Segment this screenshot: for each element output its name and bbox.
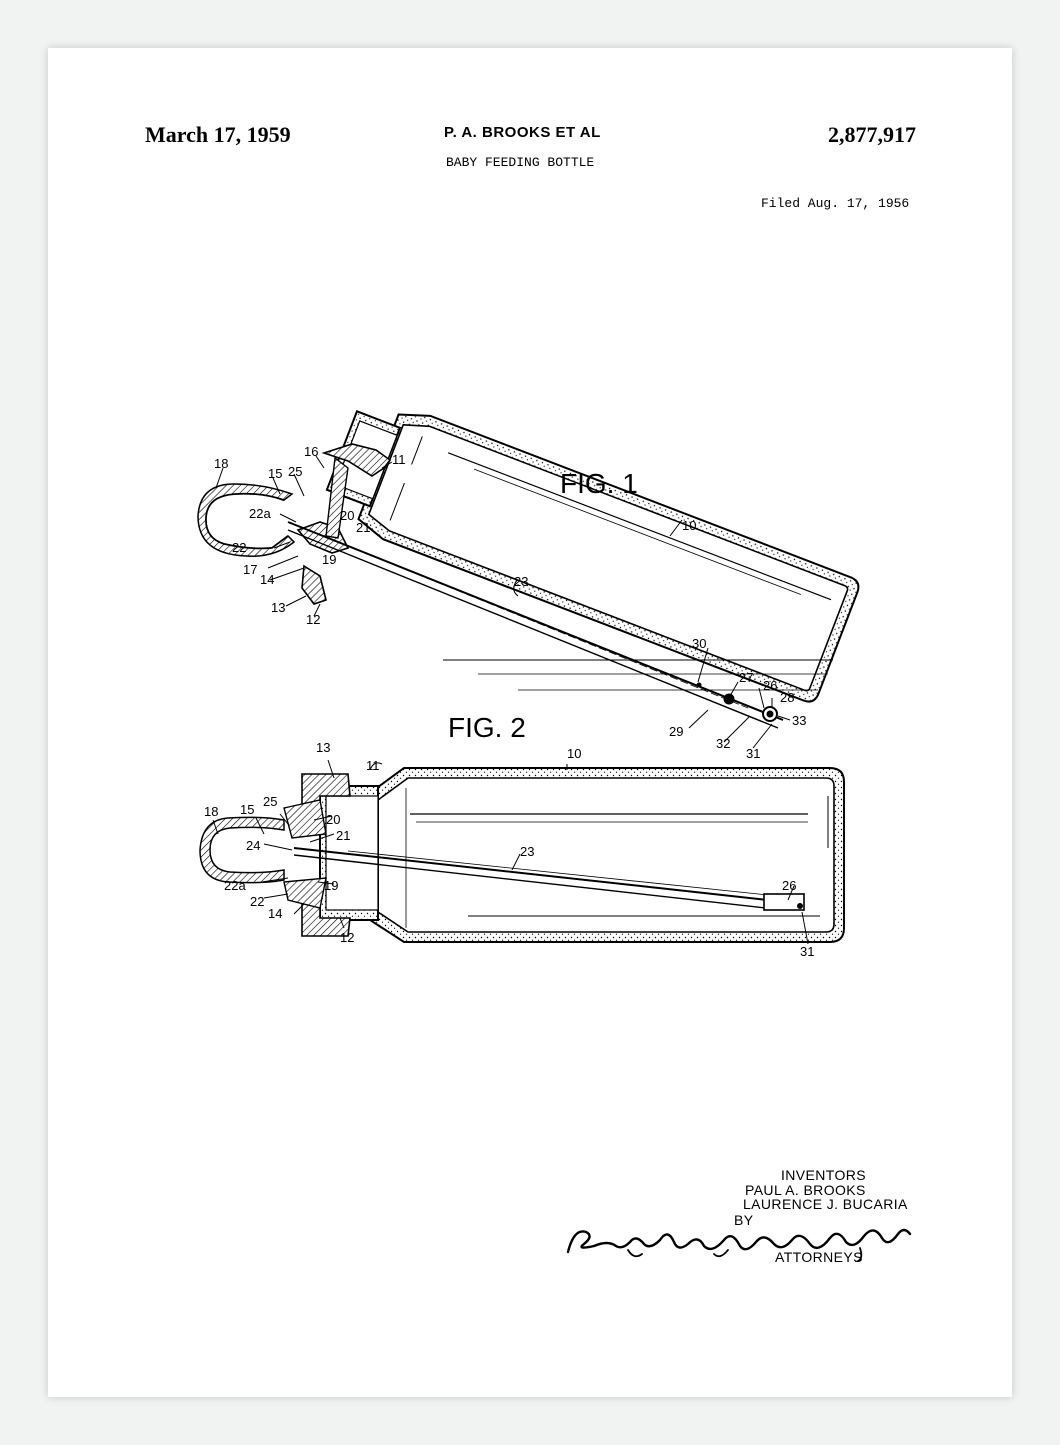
patent-date: March 17, 1959: [145, 122, 291, 147]
ref-numeral: 28: [780, 690, 795, 705]
ref-numeral: 14: [260, 572, 275, 587]
ref-numeral: 20: [326, 812, 341, 827]
ref-numeral: 21: [356, 520, 371, 535]
filed-date: Filed Aug. 17, 1956: [761, 196, 910, 211]
ref-numeral: 31: [746, 746, 761, 761]
patent-drawing: [197, 410, 860, 945]
ref-numeral: 11: [392, 452, 406, 467]
ref-numeral: 13: [316, 740, 331, 755]
ref-numeral: 10: [567, 746, 582, 761]
ref-numeral: 27: [739, 670, 754, 685]
ref-numeral: 22a: [224, 878, 246, 893]
fig2-label: FIG. 2: [448, 712, 526, 743]
ref-numeral: 17: [243, 562, 258, 577]
fig1-label: FIG. 1: [560, 468, 638, 499]
ref-numeral: 25: [263, 794, 278, 809]
ref-numeral: 22a: [249, 506, 271, 521]
ref-numeral: 23: [514, 574, 529, 589]
ref-numeral: 29: [669, 724, 684, 739]
ref-numeral: 19: [322, 552, 337, 567]
ref-numeral: 18: [214, 456, 229, 471]
ref-numeral: 13: [271, 600, 286, 615]
ref-numeral: 16: [304, 444, 319, 459]
by-label: BY: [734, 1212, 754, 1228]
fig1-drawing: [197, 410, 860, 749]
inventor-name: LAURENCE J. BUCARIA: [743, 1196, 908, 1212]
ref-numeral: 33: [792, 713, 807, 728]
ref-numeral: 14: [268, 906, 283, 921]
fig2-drawing: [199, 759, 845, 945]
ref-numeral: 19: [324, 878, 339, 893]
ref-numeral: 12: [306, 612, 321, 627]
ref-numeral: 26: [763, 678, 778, 693]
ref-numeral: 23: [520, 844, 535, 859]
ref-numeral: 11: [366, 758, 380, 773]
ref-numeral: 22: [250, 894, 265, 909]
inventors-header: P. A. BROOKS ET AL: [444, 124, 601, 141]
ref-numeral: 24: [246, 838, 261, 853]
ref-numeral: 21: [336, 828, 351, 843]
ref-numeral: 25: [288, 464, 303, 479]
ref-numeral: 30: [692, 636, 707, 651]
patent-sheet: March 17, 1959 P. A. BROOKS ET AL 2,877,…: [48, 48, 1012, 1397]
inventor-name: PAUL A. BROOKS: [745, 1182, 866, 1198]
ref-numeral: 18: [204, 804, 219, 819]
attorney-signature: [566, 1228, 912, 1262]
ref-numeral: 26: [782, 878, 797, 893]
ref-numeral: 31: [800, 944, 815, 959]
patent-number: 2,877,917: [828, 122, 916, 147]
attorneys-label: ATTORNEYS: [775, 1249, 863, 1265]
ref-numeral: 10: [682, 518, 697, 533]
ref-numeral: 32: [716, 736, 731, 751]
inventors-label: INVENTORS: [781, 1167, 867, 1183]
ref-numeral: 22: [232, 540, 247, 555]
ref-numeral: 20: [340, 508, 355, 523]
ref-numeral: 15: [240, 802, 255, 817]
ref-numeral: 12: [340, 930, 355, 945]
patent-title: BABY FEEDING BOTTLE: [446, 155, 595, 170]
ref-numeral: 15: [268, 466, 283, 481]
